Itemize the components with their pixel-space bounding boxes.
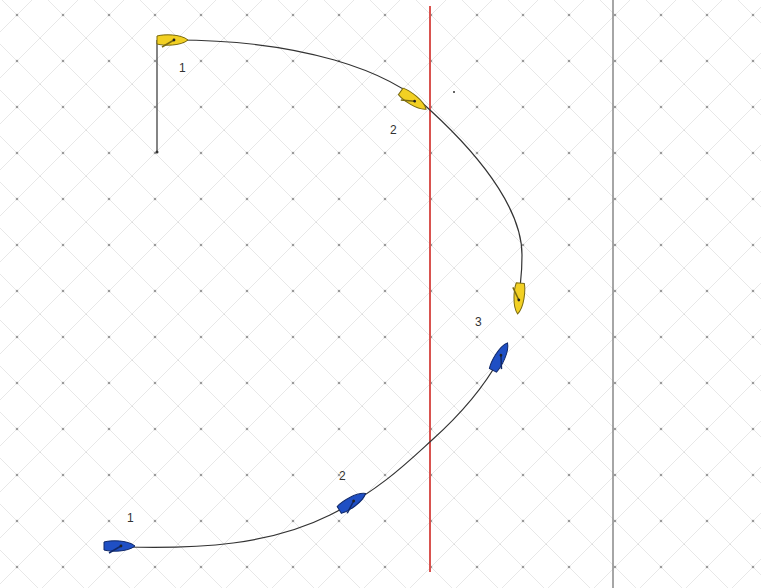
boat-symbol <box>511 282 526 314</box>
boat-hull <box>512 283 525 315</box>
boat-mast <box>173 39 176 42</box>
boat-hull <box>398 87 429 113</box>
boat-mast <box>413 99 417 103</box>
start-line <box>156 40 157 152</box>
boat-symbol <box>157 35 188 47</box>
boat-hull <box>337 489 369 514</box>
boat-symbol <box>488 340 513 373</box>
boat-sail <box>162 40 174 47</box>
boundary-line <box>612 0 614 588</box>
yellow-track <box>175 40 522 305</box>
boat-hull <box>488 340 512 372</box>
red-line <box>429 6 431 572</box>
boat-symbol <box>337 489 370 516</box>
boat-symbol <box>104 541 135 553</box>
callout-number: 2 <box>339 470 346 482</box>
boat-mast <box>517 298 520 301</box>
callout-number: 2 <box>390 124 397 136</box>
boat-symbol <box>397 87 429 115</box>
callout-number: 1 <box>127 512 134 524</box>
boat-hull <box>104 541 135 551</box>
boat-sail <box>109 546 121 553</box>
blue-track <box>125 358 500 547</box>
callout-number: 1 <box>179 62 186 74</box>
boat-sail <box>344 501 358 513</box>
mark-dot <box>453 91 455 93</box>
boat-mast <box>499 353 503 357</box>
boat-sail <box>401 94 415 107</box>
boat-sail <box>512 287 520 300</box>
boat-mast <box>120 545 123 548</box>
boat-hull <box>157 35 188 45</box>
boat-mast <box>352 499 356 503</box>
callout-number: 3 <box>475 316 482 328</box>
line-end-dot <box>156 151 159 154</box>
boat-sail <box>495 355 507 369</box>
